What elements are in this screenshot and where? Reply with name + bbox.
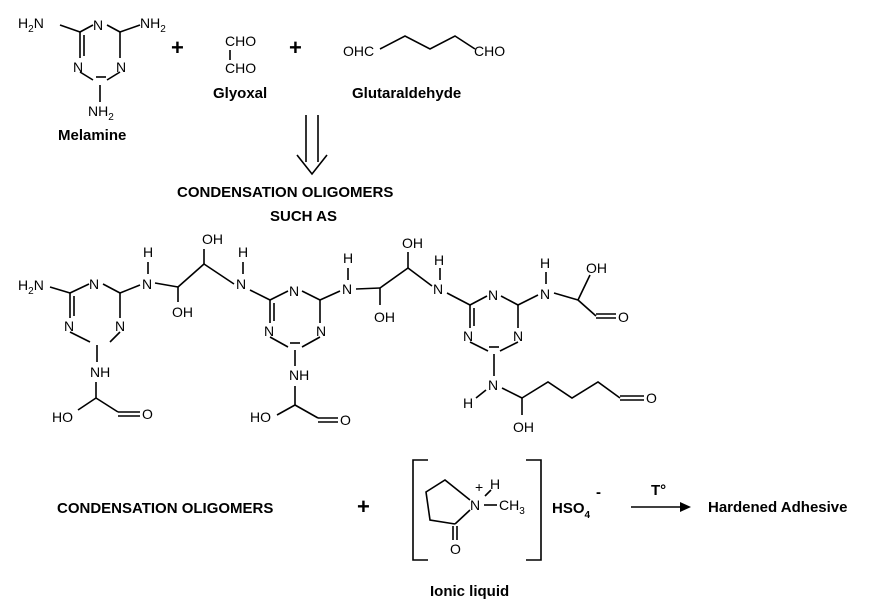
plus-sign-2: +: [289, 35, 302, 60]
glutaraldehyde-structure: OHC CHO Glutaraldehyde: [343, 35, 505, 102]
melamine-h2n-left: H2N: [18, 15, 44, 35]
linker1-oh-bottom: OH: [172, 304, 193, 320]
hso4-minus-charge: -: [596, 484, 601, 501]
linker1-n2: N: [236, 276, 246, 292]
ring3-n: N: [463, 328, 473, 344]
right-arrow-icon: [631, 502, 691, 512]
linker1-h: H: [143, 244, 153, 260]
condensation-title-line1: CONDENSATION OLIGOMERS: [177, 184, 393, 201]
ionic-liquid-structure: O N + H CH3: [412, 459, 542, 561]
melamine-ring-n: N: [93, 17, 103, 33]
ring2-o: O: [340, 412, 351, 428]
linker1-n: N: [142, 276, 152, 292]
ionic-liquid-o: O: [450, 541, 461, 557]
hso4-anion: HSO4: [552, 500, 591, 521]
ring1-nh: NH: [90, 364, 110, 380]
melamine-structure: N N N H2N NH2 NH2 Melamine: [18, 15, 166, 144]
ring2-ho: HO: [250, 409, 271, 425]
ring3-h-bottom: H: [463, 395, 473, 411]
linker2-h2: H: [434, 252, 444, 268]
condensation-title-line2: SUCH AS: [270, 208, 337, 225]
ionic-liquid-n: N: [470, 497, 480, 513]
oligomer-h2n: H2N: [18, 277, 44, 297]
melamine-nh2-right: NH2: [140, 15, 166, 35]
ring3-o-chain: O: [646, 390, 657, 406]
melamine-ring-n: N: [116, 59, 126, 75]
melamine-ring-n: N: [73, 59, 83, 75]
glutaraldehyde-label: Glutaraldehyde: [352, 85, 461, 102]
ring2-nh: NH: [289, 367, 309, 383]
linker1-h2: H: [238, 244, 248, 260]
ring3-oh-right: OH: [586, 260, 607, 276]
linker2-oh-bottom: OH: [374, 309, 395, 325]
double-down-arrow-icon: [296, 115, 328, 176]
glyoxal-structure: CHO CHO Glyoxal: [213, 33, 267, 102]
temperature-label: T°: [651, 482, 666, 499]
ionic-liquid-h: H: [490, 476, 500, 492]
linker2-n: N: [342, 281, 352, 297]
product-label: Hardened Adhesive: [708, 499, 848, 516]
linker2-oh-top: OH: [402, 235, 423, 251]
glutaraldehyde-ohc: OHC: [343, 43, 374, 59]
glyoxal-cho-bottom: CHO: [225, 60, 256, 76]
ionic-liquid-label: Ionic liquid: [430, 583, 509, 600]
ring1-n: N: [89, 276, 99, 292]
melamine-label: Melamine: [58, 127, 126, 144]
melamine-nh2-bottom: NH2: [88, 103, 114, 123]
ionic-liquid-plus-charge: +: [475, 479, 483, 495]
ring2-n: N: [316, 323, 326, 339]
ring1-o: O: [142, 406, 153, 422]
linker2-h: H: [343, 250, 353, 266]
ionic-liquid-ch3: CH3: [499, 497, 525, 517]
ring3-n-bottom: N: [488, 377, 498, 393]
ring3-n: N: [488, 287, 498, 303]
linker2-n2: N: [433, 281, 443, 297]
ring1-n: N: [64, 318, 74, 334]
ring1-n: N: [115, 318, 125, 334]
linker1-oh-top: OH: [202, 231, 223, 247]
ring3-o-right: O: [618, 309, 629, 325]
ring1-ho: HO: [52, 409, 73, 425]
glyoxal-cho-top: CHO: [225, 33, 256, 49]
ring2-n: N: [289, 283, 299, 299]
ring3-n-right: N: [540, 286, 550, 302]
glyoxal-label: Glyoxal: [213, 85, 267, 102]
bottom-condensation-label: CONDENSATION OLIGOMERS: [57, 500, 273, 517]
oligomer-structure: H2N N N N NH HO O N H OH OH N H: [18, 231, 657, 435]
ring3-oh-bottom: OH: [513, 419, 534, 435]
ring3-n: N: [513, 328, 523, 344]
glutaraldehyde-cho: CHO: [474, 43, 505, 59]
ring3-h-right: H: [540, 255, 550, 271]
plus-sign-1: +: [171, 35, 184, 60]
ring2-n: N: [264, 323, 274, 339]
bottom-plus-sign: +: [357, 494, 370, 519]
